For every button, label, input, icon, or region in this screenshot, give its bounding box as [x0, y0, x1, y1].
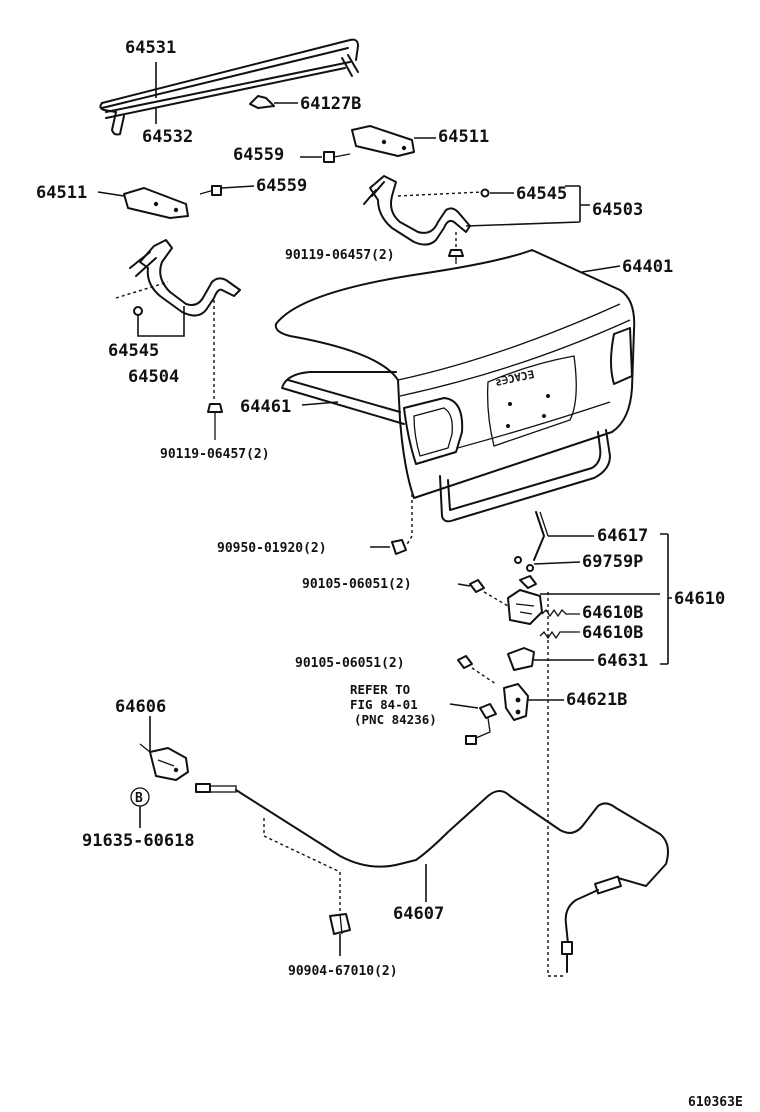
label-64511-left: 64511 — [36, 183, 87, 203]
cushion-90950-leader — [405, 494, 413, 547]
striker-64621b — [503, 683, 529, 721]
label-64545-left: 64545 — [108, 341, 159, 361]
label-64559-upper: 64559 — [233, 145, 284, 165]
bolt-90119-lower — [207, 403, 223, 440]
cable-clamp-90904 — [329, 913, 351, 935]
cushion-64545-right — [480, 188, 490, 198]
clip-69759p-1 — [514, 556, 522, 564]
label-64504: 64504 — [128, 367, 179, 387]
torsion-bar-64532 — [105, 61, 351, 119]
bolt-90119-upper — [448, 232, 464, 264]
lock-rod-64617 — [533, 511, 549, 561]
bolt-64559-upper — [323, 151, 351, 163]
label-90950: 90950-01920(2) — [217, 541, 327, 556]
screw-90105-upper — [469, 579, 509, 607]
label-64461: 64461 — [240, 397, 291, 417]
label-64532: 64532 — [142, 127, 193, 147]
label-64606: 64606 — [115, 697, 166, 717]
label-64127b: 64127B — [300, 94, 361, 114]
courtesy-switch — [465, 703, 497, 745]
lock-latch-64610 — [507, 575, 543, 625]
label-90105-upper: 90105-06051(2) — [302, 577, 412, 592]
cushion-90950 — [391, 539, 407, 555]
label-69759p: 69759P — [582, 552, 643, 572]
trunk-lid-64401: ƨ∋Ͻ∀Ͻ∃ — [274, 249, 636, 499]
label-64545-right: 64545 — [516, 184, 567, 204]
label-64617: 64617 — [597, 526, 648, 546]
bracket-64631 — [507, 647, 535, 671]
marker-b-label: B — [135, 791, 143, 806]
label-91635: 91635-60618 — [82, 831, 195, 851]
refer-line-1: REFER TO — [350, 682, 410, 697]
refer-line-3: (PNC 84236) — [354, 712, 437, 727]
label-90105-lower: 90105-06051(2) — [295, 656, 405, 671]
label-64621b: 64621B — [566, 690, 627, 710]
label-64610b-1: 64610B — [582, 603, 643, 623]
label-64511-right: 64511 — [438, 127, 489, 147]
clip-64127b — [249, 95, 275, 109]
refer-line-2: FIG 84-01 — [350, 697, 418, 712]
weatherstrip-64461 — [281, 371, 611, 523]
label-64610: 64610 — [674, 589, 725, 609]
label-64607: 64607 — [393, 904, 444, 924]
hinge-arm-64504 — [115, 239, 241, 400]
label-64631: 64631 — [597, 651, 648, 671]
cushion-64545-left — [133, 306, 143, 316]
spring-64610b-1 — [541, 608, 580, 618]
release-lever-64606 — [139, 743, 189, 781]
release-cable-64607 — [195, 783, 669, 973]
label-64531: 64531 — [125, 38, 176, 58]
label-90904: 90904-67010(2) — [288, 964, 398, 979]
figure-id: 610363E — [688, 1095, 743, 1110]
label-64559-lower: 64559 — [256, 176, 307, 196]
label-64610b-2: 64610B — [582, 623, 643, 643]
label-90119-upper: 90119-06457(2) — [285, 248, 395, 263]
spring-64610b-2 — [539, 630, 580, 640]
label-90119-lower: 90119-06457(2) — [160, 447, 270, 462]
striker-reference-line — [547, 592, 564, 977]
bolt-64559-lower — [199, 185, 222, 196]
label-64503: 64503 — [592, 200, 643, 220]
torsion-bar-64531 — [99, 38, 359, 136]
clip-69759p-2 — [526, 564, 534, 572]
hinge-arm-64503 — [363, 175, 483, 246]
label-64401: 64401 — [622, 257, 673, 277]
screw-90105-lower — [457, 655, 497, 685]
